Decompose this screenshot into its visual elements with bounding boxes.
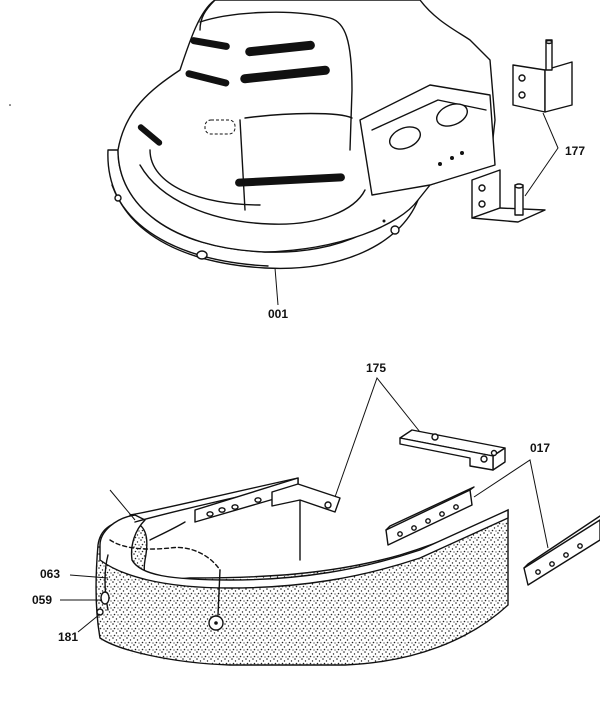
leader-063	[69, 574, 109, 579]
hole	[206, 511, 214, 517]
vent-slot	[137, 124, 163, 146]
vent-slot	[185, 70, 230, 87]
hole	[231, 504, 239, 510]
label-181: 181	[58, 630, 78, 644]
vent-slot	[245, 40, 315, 57]
label-017: 017	[530, 441, 550, 455]
mounting-strip	[385, 486, 475, 546]
label-001: 001	[268, 307, 288, 321]
leader-177	[524, 112, 559, 197]
leader-001	[274, 267, 279, 306]
mount-bracket-lower	[471, 169, 546, 223]
leader-181	[77, 613, 101, 633]
mount-bracket-upper	[512, 39, 573, 113]
label-063: 063	[40, 567, 60, 581]
leader-017	[473, 459, 549, 549]
stray-dot	[9, 104, 11, 106]
leader-175	[334, 376, 421, 498]
hole	[254, 497, 262, 503]
label-177: 177	[565, 144, 585, 158]
grass-guard-assembly	[95, 477, 509, 666]
deflector-bracket	[399, 429, 506, 471]
vent-slot	[235, 173, 345, 187]
engine-hood-assembly	[107, 0, 496, 270]
mounting-strip	[523, 515, 600, 586]
label-059: 059	[32, 593, 52, 607]
vent-slot	[190, 37, 230, 50]
hole	[218, 507, 226, 513]
label-175: 175	[366, 361, 386, 375]
vent-slot	[240, 65, 330, 84]
